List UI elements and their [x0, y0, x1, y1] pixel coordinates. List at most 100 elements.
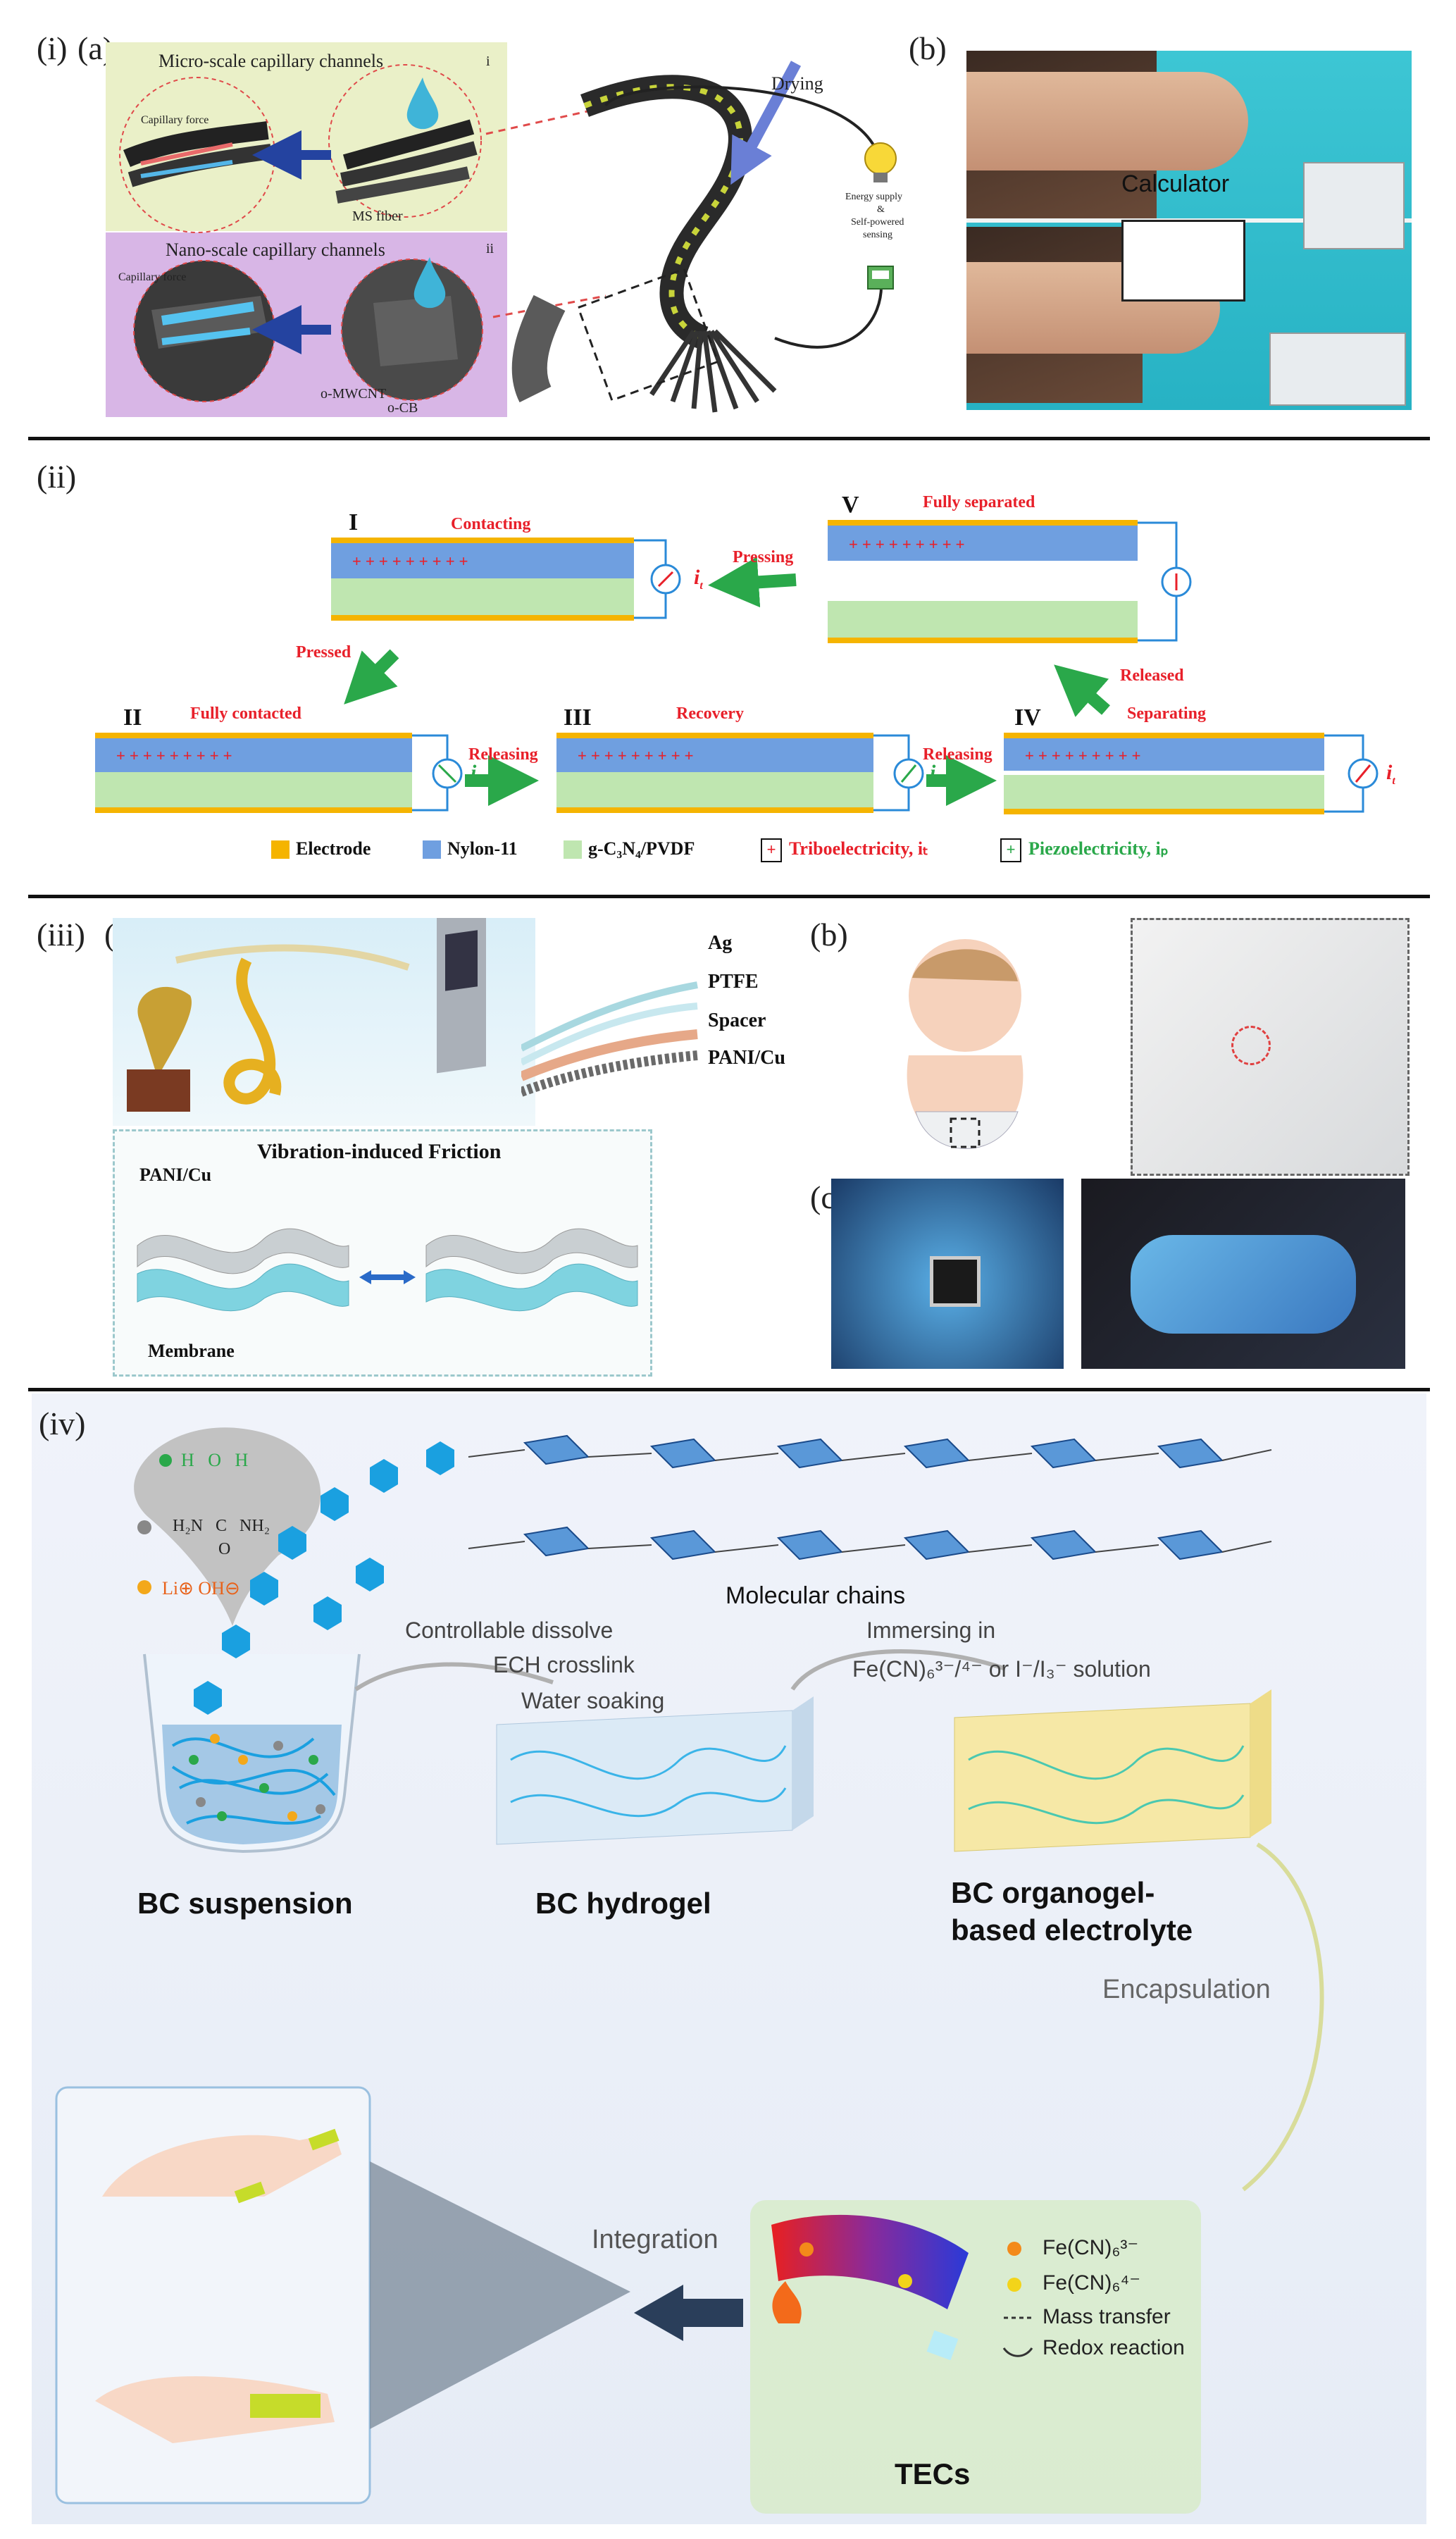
i-p-label-2: ip [930, 761, 942, 787]
stage-III-numeral: III [564, 704, 592, 731]
panel-iii: (iii) (a) (b) (c) Ag PTFE Spacer PANI/Cu… [0, 900, 1456, 1386]
pressing-label: Pressing [733, 548, 794, 566]
o-cb-label: o-CB [387, 400, 418, 416]
ice-icon [926, 2330, 959, 2361]
divider-1 [28, 437, 1430, 440]
baby-illustration [907, 939, 1023, 1149]
mechanism-diagram: + + + + + + + + + + + + + + + + + + + + … [95, 520, 1379, 814]
circuit-diagram-icon [1121, 220, 1245, 302]
bc-organogel-label: BC organogel- [951, 1876, 1155, 1909]
o-mwcnt-label: o-MWCNT [321, 386, 387, 402]
stage-I-stack [331, 538, 681, 621]
panel-iii-b-label: (b) [810, 917, 848, 952]
released-arrow-icon [1054, 664, 1110, 717]
capillary-circle-right [328, 64, 482, 218]
vibration-title: Vibration-induced Friction [257, 1140, 502, 1163]
water-formula: H O H [181, 1450, 249, 1470]
svg-text:+ + + + + + + +: + + + + + + + + + [849, 535, 965, 553]
releasing-label-2: Releasing [923, 745, 993, 764]
diaper-photo [1131, 918, 1410, 1176]
lioh-label: Li⊕ OH⊖ [162, 1578, 240, 1598]
drying-arrow-icon [730, 61, 802, 185]
diaper-icon [915, 1111, 1019, 1149]
sensing-label: sensing [863, 230, 892, 240]
glove-photo-1 [831, 1179, 1064, 1369]
panel-i: (i) (a) (b) Micro-scale capillary channe… [0, 0, 1456, 440]
gramophone-box-icon [127, 1069, 190, 1112]
micro-scale-roman: i [486, 54, 490, 69]
music-scene-art [127, 918, 486, 1112]
panel-iv-art [55, 1427, 1324, 2514]
tecs-label: TECs [895, 2457, 971, 2490]
membrane-label: Membrane [148, 1341, 235, 1361]
reagent-bubble-icon [134, 1427, 321, 1626]
wrist-calculator-photo: Calculator [966, 51, 1412, 410]
water-soaking-label: Water soaking [521, 1688, 665, 1713]
released-label: Released [1120, 666, 1184, 685]
divider-2 [28, 895, 1430, 898]
svg-text:+ + + + + + + +: + + + + + + + + + [352, 552, 468, 570]
stage-IV-stack [1004, 733, 1379, 814]
legend-nylon: Nylon-11 [447, 838, 518, 859]
panel-iii-label: (iii) [37, 917, 85, 952]
fiber-bundle-icon [580, 75, 752, 350]
stage-V-text: Fully separated [923, 493, 1035, 511]
panel-i-a-illustration [119, 61, 897, 413]
ms-fiber-left-icon [123, 121, 273, 187]
legend-fe4: Fe(CN)₆⁴⁻ [1043, 2271, 1141, 2295]
based-electrolyte-label: based electrolyte [951, 1913, 1193, 1947]
panel-i-label: (i) [37, 30, 68, 66]
divider-3 [28, 1388, 1430, 1391]
legend-piezo: Piezoelectricity, iₚ [1028, 838, 1169, 859]
urea-o: O [218, 1540, 231, 1558]
treble-clef-icon [223, 957, 282, 1105]
stage-III-text: Recovery [676, 704, 744, 723]
legend-gcn-swatch [564, 840, 582, 859]
panel-ii: (ii) [0, 442, 1456, 893]
calculator-bottom-icon [1269, 333, 1406, 406]
self-powered-label: Self-powered [851, 217, 904, 228]
immersing-in-label: Immersing in [866, 1618, 996, 1643]
legend-tribo-swatch: + [761, 838, 782, 862]
stage-I-numeral: I [349, 509, 359, 535]
water-drop-micro-icon [406, 77, 439, 130]
cylinder-fiber-icon [511, 294, 566, 403]
micro-scale-title: Micro-scale capillary channels [158, 51, 384, 71]
layer-ag: Ag [708, 932, 733, 954]
drying-label: Drying [771, 73, 823, 94]
stage-III-stack [556, 733, 924, 813]
legend-fe3: Fe(CN)₆³⁻ [1043, 2236, 1139, 2259]
urea-formula: H₂N C NH₂ [173, 1517, 270, 1535]
bc-suspension-label: BC suspension [137, 1887, 353, 1920]
solution-label: Fe(CN)₆³⁻/⁴⁻ or I⁻/I₃⁻ solution [852, 1656, 1151, 1682]
i-t-label-2: it [1386, 761, 1395, 787]
water-drop-nano-icon [413, 257, 446, 309]
legend-gcn: g-C₃N₄/PVDF [588, 838, 695, 859]
pressed-arrow-icon [344, 649, 399, 704]
legend-redox: Redox reaction [1043, 2336, 1185, 2359]
svg-text:+ + + + + + + +: + + + + + + + + + [1025, 747, 1141, 764]
stage-V-stack [828, 520, 1192, 643]
molecular-chains-label: Molecular chains [726, 1582, 906, 1609]
releasing-label-1: Releasing [468, 745, 538, 764]
svg-text:+ + + + + + + +: + + + + + + + + + [578, 747, 694, 764]
integration-label: Integration [592, 2225, 718, 2254]
pressed-label: Pressed [296, 643, 351, 662]
svg-text:+ + + + + + + +: + + + + + + + + + [116, 747, 232, 764]
layer-pani-cu: PANI/Cu [708, 1047, 785, 1069]
panel-i-b-label: (b) [909, 30, 947, 66]
layer-spacer: Spacer [708, 1010, 766, 1031]
layer-ptfe: PTFE [708, 971, 759, 993]
panel-iv-label: (iv) [39, 1405, 86, 1441]
energy-supply-label: Energy supply [845, 192, 903, 202]
nano-scale-title: Nano-scale capillary channels [166, 240, 385, 260]
calculator-top-icon [1303, 162, 1405, 249]
stage-IV-numeral: IV [1014, 704, 1041, 731]
controllable-dissolve-label: Controllable dissolve [405, 1618, 614, 1643]
stage-II-numeral: II [123, 704, 142, 731]
legend-electrode-swatch [271, 840, 290, 859]
ech-crosslink-label: ECH crosslink [493, 1652, 635, 1677]
legend-mass-transfer: Mass transfer [1043, 2305, 1171, 2328]
stage-IV-text: Separating [1127, 704, 1207, 723]
gramophone-horn-icon [137, 986, 192, 1069]
